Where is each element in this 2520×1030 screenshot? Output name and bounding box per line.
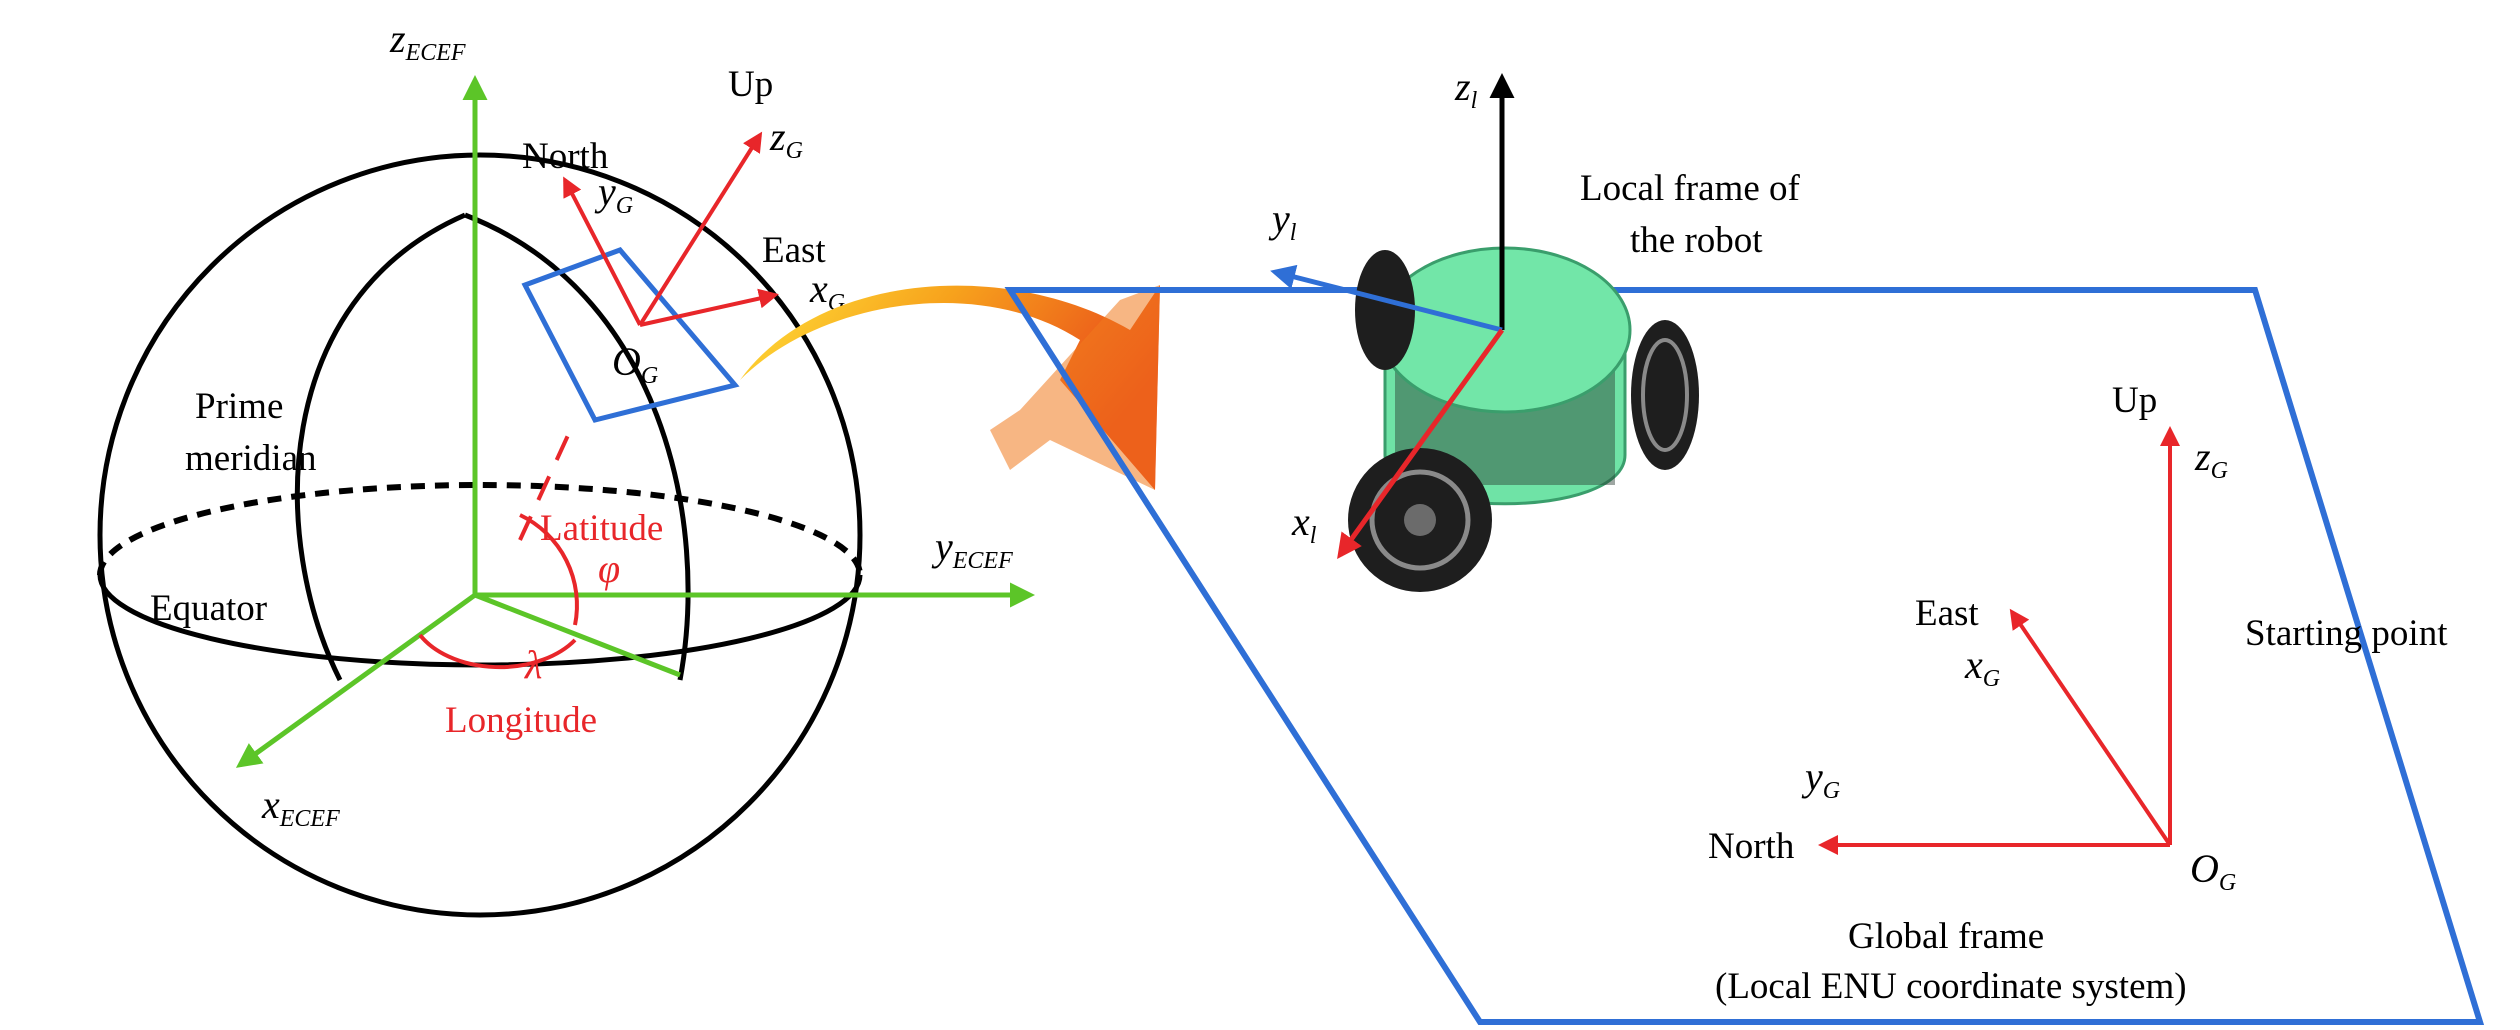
global-north-label: North	[1708, 826, 1795, 867]
robot-wheel-front-hub	[1404, 504, 1436, 536]
global-east-axis	[2009, 608, 2172, 847]
global-frame-caption-line1: Global frame	[1848, 916, 2044, 957]
latitude-symbol: φ	[598, 546, 620, 591]
robot-wheel-back-left	[1355, 250, 1415, 370]
global-up-label: Up	[2112, 380, 2157, 421]
x-ecef-label: xECEF	[261, 782, 340, 832]
latitude-arc	[519, 513, 579, 626]
robot-top-plate	[1378, 246, 1632, 414]
global-east-label: East	[1915, 593, 1979, 634]
local-tangent-plane	[521, 247, 740, 423]
local-north-label: North	[522, 136, 609, 177]
global-origin-label: OG	[2190, 846, 2236, 896]
globe: zECEF yECEF xECEF Prime meridian Equator…	[97, 16, 1035, 918]
local-east-label: East	[762, 230, 826, 271]
robot-x-axis	[1337, 328, 1505, 560]
local-north-axis	[563, 176, 642, 326]
curved-transfer-arrow-icon	[740, 285, 1160, 490]
longitude-projection-line	[474, 592, 681, 678]
robot-caption-line1: Local frame of	[1580, 168, 1800, 209]
omni-wheel-robot-icon: zl yl xl Local frame of the robot	[1268, 64, 1800, 592]
robot-y-label: yl	[1268, 196, 1297, 246]
local-z-label: zG	[769, 114, 803, 164]
local-origin-label: OG	[612, 339, 658, 389]
latitude-label: Latitude	[540, 508, 663, 549]
robot-y-axis	[1270, 264, 1503, 333]
equator-label: Equator	[150, 588, 267, 629]
global-frame-caption-line2: (Local ENU coordinate system)	[1715, 966, 2187, 1007]
y-ecef-label: yECEF	[931, 524, 1013, 574]
global-frame-plane: Up zG East xG yG North OG Starting point…	[1004, 287, 2485, 1025]
x-ecef-axis	[235, 592, 477, 768]
longitude-arc	[418, 633, 577, 670]
local-up-label: Up	[728, 64, 773, 105]
longitude-label: Longitude	[445, 700, 597, 741]
longitude-symbol: λ	[524, 642, 542, 687]
global-plane-outline	[1004, 287, 2485, 1025]
robot-z-label: zl	[1454, 64, 1478, 114]
prime-meridian	[294, 212, 467, 682]
local-y-label: yG	[594, 169, 633, 219]
meridian-right	[464, 212, 691, 681]
robot-wheel-right-rim	[1641, 338, 1689, 452]
local-east-axis	[639, 288, 779, 327]
globe-sphere	[97, 152, 863, 918]
robot-caption-line2: the robot	[1630, 220, 1763, 261]
z-ecef-label: zECEF	[389, 16, 466, 66]
starting-point-label: Starting point	[2245, 613, 2448, 654]
prime-meridian-label-line1: Prime	[195, 386, 283, 427]
local-up-axis	[638, 131, 763, 327]
global-x-label: xG	[1964, 642, 2000, 692]
equator-back	[97, 482, 863, 576]
prime-meridian-label-line2: meridian	[185, 438, 317, 479]
robot-wheel-front-rim	[1369, 469, 1471, 571]
global-y-label: yG	[1801, 754, 1840, 804]
global-z-label: zG	[2194, 434, 2228, 484]
robot-x-label: xl	[1291, 499, 1317, 549]
